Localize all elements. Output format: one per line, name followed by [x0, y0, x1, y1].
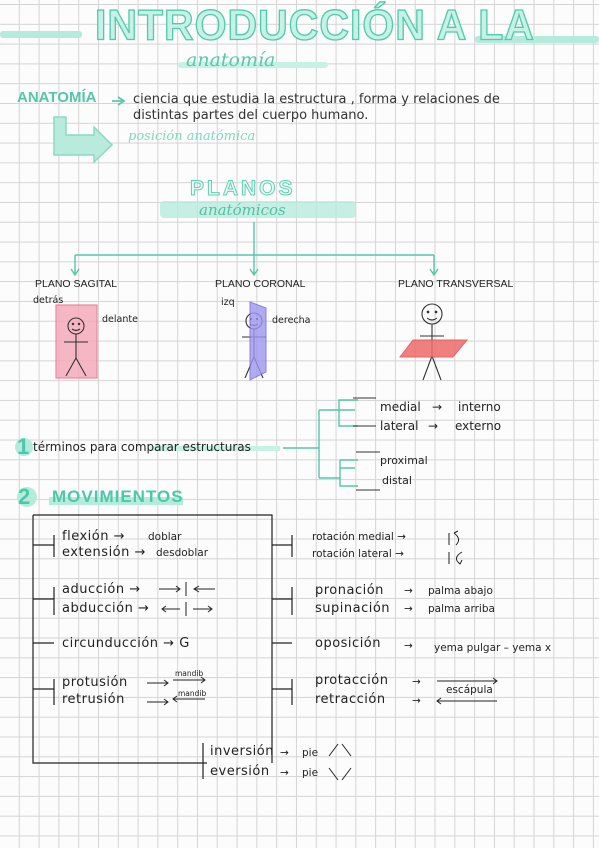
mov-inversion: inversión [210, 744, 274, 759]
mov-eversion-pie: pie [302, 767, 319, 779]
plano-sagital-title: PLANO SAGITAL [35, 278, 118, 290]
mov-retrusion-mandib: mandib [178, 689, 207, 698]
mov-rotacion-lateral: rotación lateral → [312, 548, 404, 560]
posicion-anatomica-label: posición anatómica [128, 129, 256, 144]
mov-flexion-result: doblar [148, 531, 182, 543]
movimientos-highlight [49, 497, 183, 505]
planos-tree [70, 222, 439, 277]
mov-rotacion-medial: rotación medial → [312, 531, 406, 543]
mov-flexion: flexión → [62, 529, 125, 544]
coronal-plane [249, 301, 267, 381]
mov-retrusion: retrusión [62, 692, 125, 707]
term-proximal: proximal [380, 454, 428, 467]
term-lateral-arrow: → [428, 419, 439, 433]
mov-pronacion: pronación [315, 583, 384, 598]
mov-circunduccion: circunducción → G [62, 636, 190, 651]
mov-supinacion: supinación [315, 601, 391, 616]
terminos-bracket [283, 399, 358, 487]
mov-supinacion-result: palma arriba [428, 603, 495, 615]
movimientos-number: 2 [18, 484, 31, 509]
terminos-underline [150, 446, 280, 451]
mov-aduccion: aducción → [62, 582, 141, 597]
mov-protusion: protusión [62, 675, 128, 690]
mov-oposicion-arrow: → [404, 640, 413, 652]
mov-protaccion-arrow: → [412, 676, 421, 688]
anatomia-label: ANATOMÍA [17, 89, 97, 106]
planos-title: PLANOS [190, 177, 296, 201]
mov-oposicion-result: yema pulgar – yema x [434, 642, 552, 654]
movimientos-brackets [32, 514, 293, 779]
mov-pronacion-arrow: → [404, 585, 413, 597]
term-lateral: lateral [380, 419, 419, 433]
mov-inversion-arrow: → [280, 747, 289, 759]
subtitle-highlight [178, 62, 328, 68]
mov-supinacion-arrow: → [404, 603, 413, 615]
page-title: INTRODUCCIÓN A LA [94, 0, 535, 50]
anatomia-definition-line1: ciencia que estudia la estructura , form… [133, 92, 500, 107]
number-1-bg [15, 438, 33, 456]
mov-pronacion-result: palma abajo [428, 585, 493, 597]
mov-protaccion: protacción [315, 673, 389, 688]
transversal-plane [398, 339, 469, 358]
mov-extension-result: desdoblar [156, 547, 209, 559]
number-2-bg [17, 487, 37, 507]
terminos-number: 1 [17, 434, 30, 459]
term-medial-arrow: → [432, 400, 443, 414]
mov-retraccion-arrow: → [412, 695, 421, 707]
mov-escapula: escápula [446, 684, 493, 696]
mov-retraccion: retracción [315, 692, 386, 707]
term-distal: distal [382, 474, 412, 487]
coronal-right-label: derecha [272, 315, 311, 326]
movement-symbols [147, 530, 498, 781]
big-arrow-icon [53, 116, 114, 164]
mov-abduccion: abducción → [62, 601, 150, 616]
coronal-left-label: izq [221, 297, 235, 308]
planos-highlight [160, 201, 356, 218]
mov-eversion-arrow: → [280, 767, 289, 779]
terminos-label: términos para comparar estructuras [33, 440, 251, 454]
mov-inversion-pie: pie [302, 747, 319, 759]
term-medial: medial [380, 400, 421, 414]
mov-oposicion: oposición [315, 636, 381, 651]
sagital-right-label: delante [102, 314, 138, 325]
plano-transversal-title: PLANO TRANSVERSAL [398, 278, 514, 290]
title-deco-right [475, 36, 599, 43]
plano-coronal-title: PLANO CORONAL [215, 278, 306, 290]
term-interno: interno [458, 400, 501, 414]
right-arrow-icon [112, 96, 126, 106]
mov-protusion-mandib: mandib [175, 669, 204, 678]
anatomia-definition-line2: distintas partes del cuerpo humano. [133, 108, 369, 123]
sagital-left-label: detrás [33, 295, 64, 306]
term-externo: externo [455, 419, 502, 433]
mov-eversion: eversión [210, 764, 270, 779]
sagital-figure [64, 317, 88, 377]
title-deco-left [0, 31, 82, 38]
movimientos-title: MOVIMIENTOS [52, 487, 184, 506]
mov-extension: extensión → [62, 545, 146, 560]
page-subtitle: anatomía [186, 49, 276, 71]
planos-subtitle: anatómicos [199, 201, 286, 219]
